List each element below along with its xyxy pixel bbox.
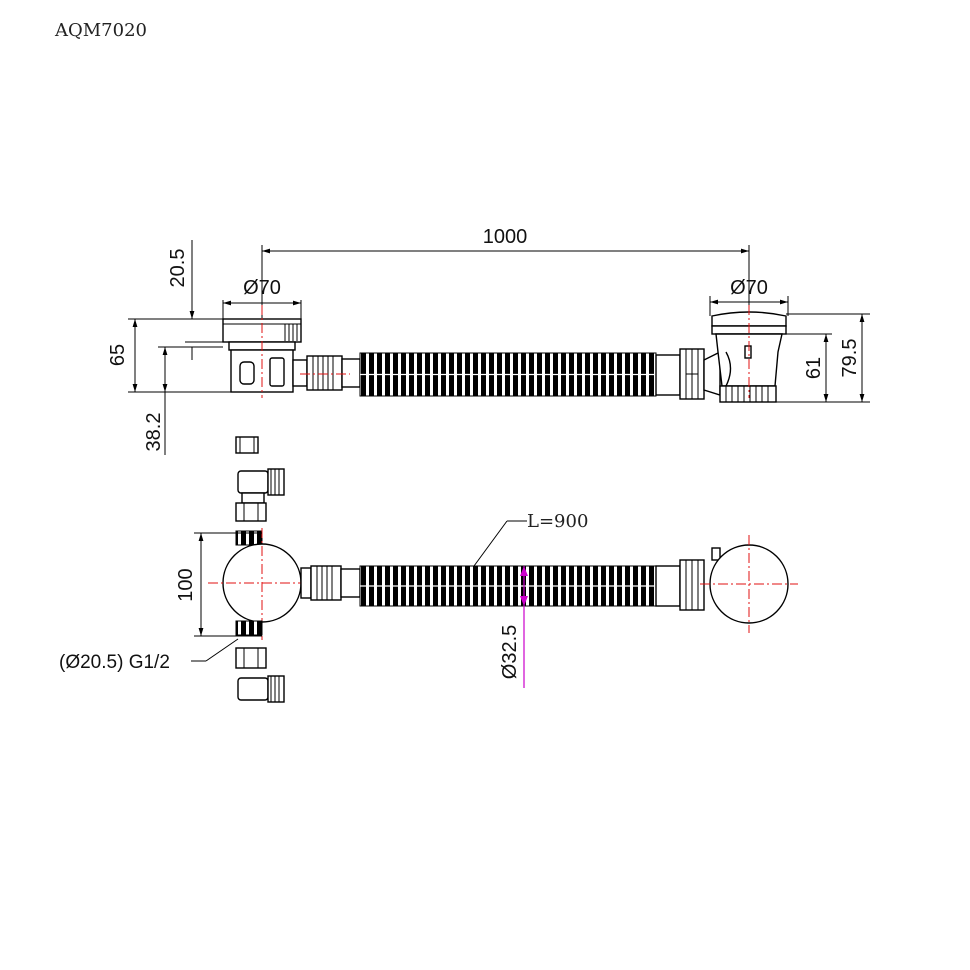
overflow-base-label: 38.2 <box>143 413 165 452</box>
waste-height-outer-label: 79.5 <box>839 339 861 378</box>
overall-length-label: 1000 <box>483 226 528 248</box>
inlet-spec-leader <box>205 638 239 662</box>
right-diameter-label: Ø70 <box>730 277 768 299</box>
side-view: 1000 Ø70 <box>107 226 870 455</box>
model-code: AQM7020 <box>55 20 147 41</box>
inlet-spec-label: (Ø20.5) G1/2 <box>59 652 170 673</box>
hose-diameter-label: Ø32.5 <box>499 625 521 679</box>
plan-height-label: 100 <box>175 568 197 601</box>
hose-length-label: L=900 <box>527 511 588 532</box>
overflow-height-label: 65 <box>107 344 129 366</box>
waste-assembly <box>655 311 787 403</box>
plan-view: L=900 Ø32.5 100 (Ø20.5) G1/2 <box>59 436 798 703</box>
waste-height-inner-label: 61 <box>803 357 825 379</box>
hose-length-leader <box>473 520 508 567</box>
inlet-fittings-bottom <box>235 647 285 703</box>
left-diameter-label: Ø70 <box>243 277 281 299</box>
overflow-assembly <box>222 318 361 393</box>
inlet-fittings-top <box>235 436 285 546</box>
overflow-offset-label: 20.5 <box>167 249 189 288</box>
